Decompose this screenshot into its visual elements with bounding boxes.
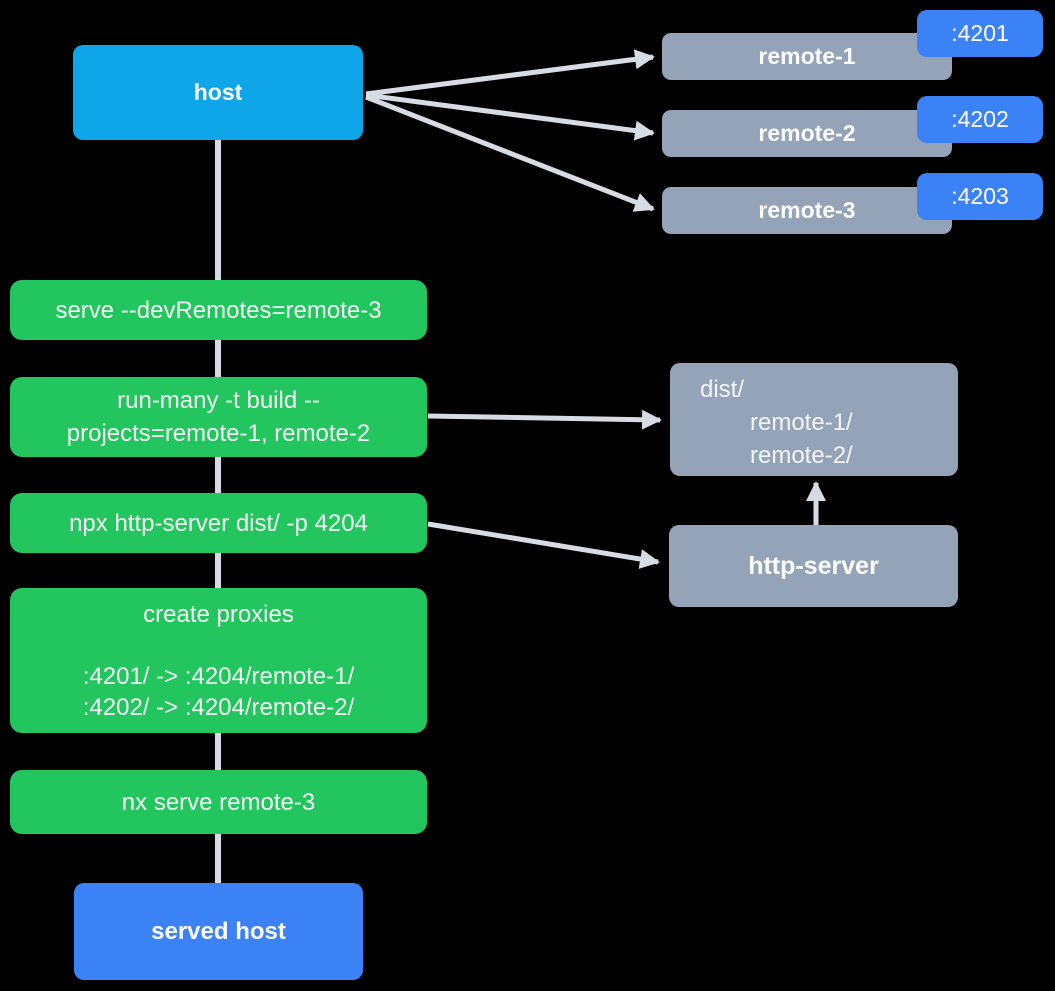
step-npx-http-server: npx http-server dist/ -p 4204 bbox=[10, 493, 427, 553]
dist-root-label: dist/ bbox=[700, 376, 745, 403]
dist-folder-node: dist/ remote-1/ remote-2/ bbox=[670, 363, 958, 476]
step-line: serve --devRemotes=remote-3 bbox=[55, 296, 382, 324]
host-node: host bbox=[73, 45, 363, 140]
port-4202-label: :4202 bbox=[951, 106, 1009, 132]
arrow-build-to-dist bbox=[427, 409, 662, 430]
port-badge-4201: :4201 bbox=[917, 10, 1043, 57]
arrow-host-to-remote-2 bbox=[365, 92, 655, 141]
step-line: run-many -t build -- bbox=[117, 387, 320, 414]
arrow-host-to-remote-3 bbox=[365, 94, 655, 212]
remote-3-label: remote-3 bbox=[758, 197, 856, 223]
port-badge-4203: :4203 bbox=[917, 173, 1043, 220]
remote-1-node: remote-1 bbox=[662, 33, 952, 80]
port-4203-label: :4203 bbox=[951, 183, 1009, 209]
step-line: nx serve remote-3 bbox=[121, 788, 316, 816]
served-host-node: served host bbox=[74, 883, 363, 980]
port-badge-4202: :4202 bbox=[917, 96, 1043, 143]
remote-2-node: remote-2 bbox=[662, 110, 952, 157]
dist-remote-1-label: remote-1/ bbox=[750, 409, 853, 436]
remote-1-label: remote-1 bbox=[758, 43, 856, 69]
step-line: projects=remote-1, remote-2 bbox=[66, 420, 371, 447]
port-4201-label: :4201 bbox=[951, 20, 1009, 46]
step-serve-devremotes: serve --devRemotes=remote-3 bbox=[10, 280, 427, 340]
remote-2-label: remote-2 bbox=[758, 120, 856, 146]
http-server-node: http-server bbox=[669, 525, 958, 607]
step-create-proxies: create proxies :4201/ -> :4204/remote-1/… bbox=[10, 588, 427, 733]
arrow-npx-to-http-server bbox=[427, 521, 660, 569]
step-line: create proxies bbox=[143, 600, 294, 628]
step-line: :4201/ -> :4204/remote-1/ bbox=[82, 662, 355, 690]
dist-remote-2-label: remote-2/ bbox=[750, 442, 853, 469]
step-line: :4202/ -> :4204/remote-2/ bbox=[82, 693, 355, 721]
http-server-label: http-server bbox=[748, 551, 879, 580]
arrow-host-to-remote-1 bbox=[365, 49, 655, 97]
served-host-label: served host bbox=[151, 917, 286, 945]
host-label: host bbox=[193, 79, 243, 105]
step-line: npx http-server dist/ -p 4204 bbox=[69, 509, 368, 537]
remote-3-node: remote-3 bbox=[662, 187, 952, 234]
step-nx-serve-remote-3: nx serve remote-3 bbox=[10, 770, 427, 834]
step-run-many-build: run-many -t build -- projects=remote-1, … bbox=[10, 377, 427, 457]
